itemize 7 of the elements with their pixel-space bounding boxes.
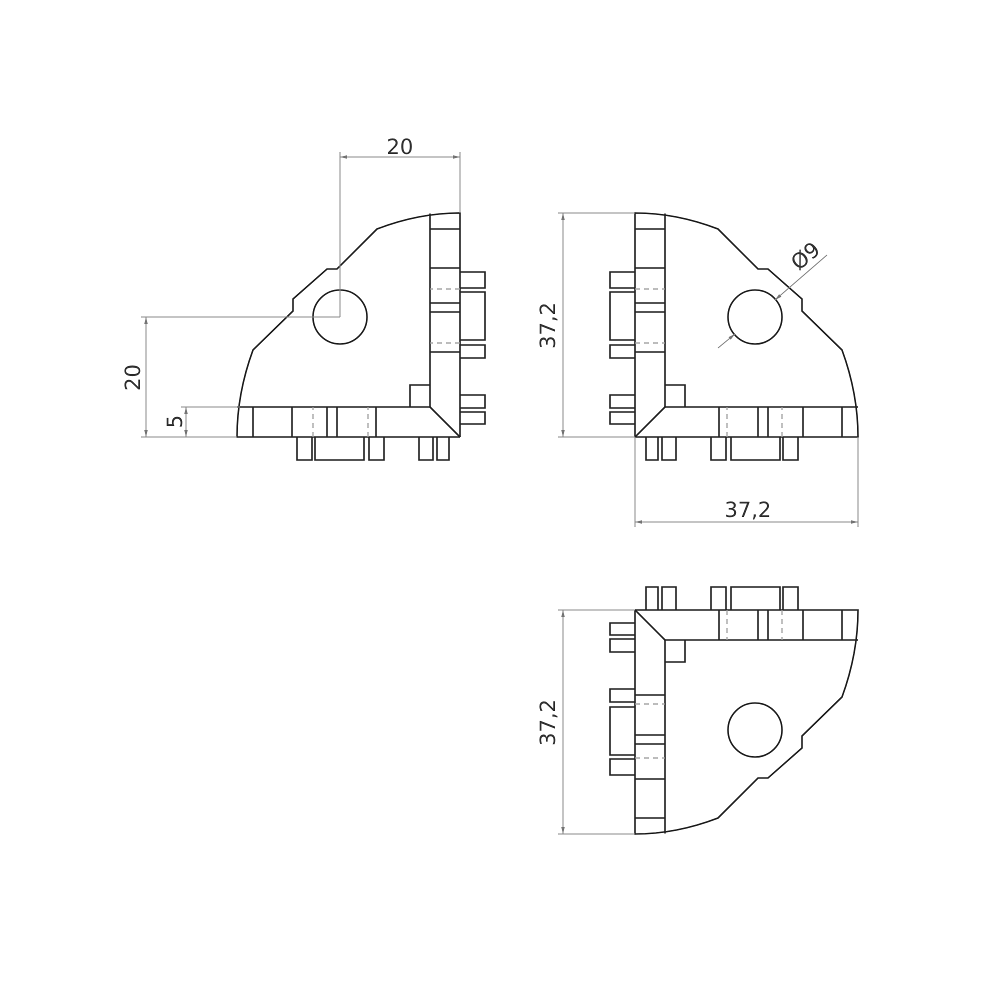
dimension-value: 20 bbox=[386, 136, 414, 158]
dimension-value: 37,2 bbox=[537, 302, 558, 348]
dimension-value: 37,2 bbox=[537, 698, 558, 746]
dimension-value: Ø9 bbox=[788, 238, 824, 274]
dimension-value: 20 bbox=[122, 364, 144, 390]
dimension-value: 37,2 bbox=[724, 500, 772, 520]
dimension-value: 5 bbox=[164, 414, 186, 428]
